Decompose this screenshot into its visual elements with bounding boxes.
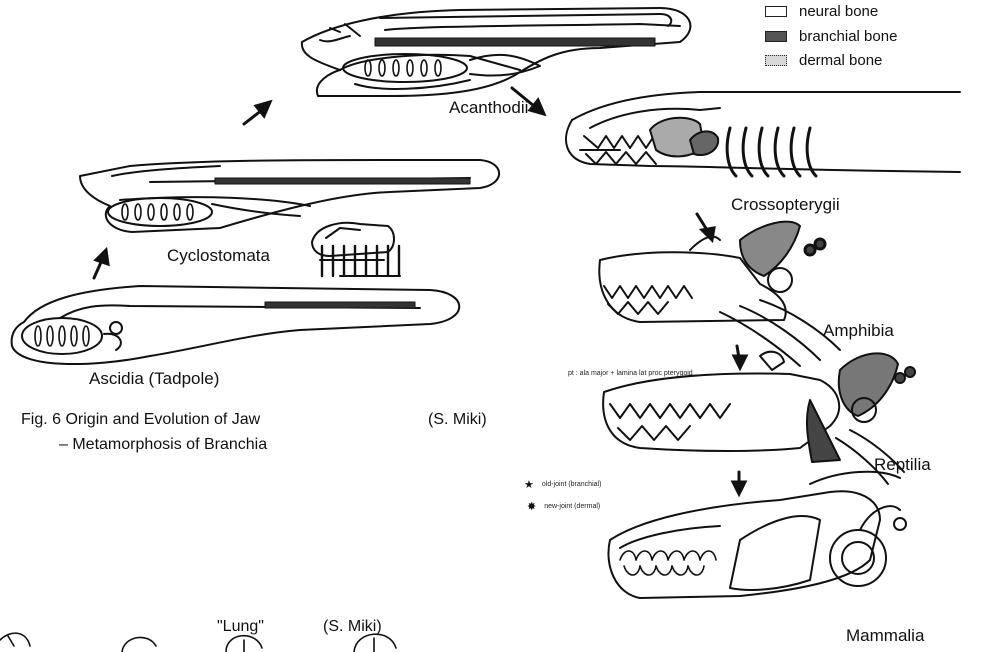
label-ascidia: Ascidia (Tadpole) xyxy=(89,369,219,389)
crossopterygii-drawing xyxy=(566,92,960,176)
legend-label-neural: neural bone xyxy=(799,3,878,20)
label-acanthodii: Acanthodii xyxy=(449,98,528,118)
cyclostomata-drawing xyxy=(80,160,499,276)
mammalia-drawing xyxy=(608,472,906,598)
reptile-pterygoid-note: pt : ala major + lamina lat proc pterygo… xyxy=(568,370,693,377)
figure-caption: Fig. 6 Origin and Evolution of Jaw xyxy=(21,411,260,429)
star-icon: ★ xyxy=(524,478,534,491)
legend-branchial: branchial bone xyxy=(765,27,897,45)
legend-label-branchial: branchial bone xyxy=(799,28,897,45)
old-joint-label: old-joint (branchial) xyxy=(542,481,602,488)
label-mammalia: Mammalia xyxy=(846,626,924,646)
old-joint-legend: ★ old-joint (branchial) xyxy=(524,478,601,491)
legend-label-dermal: dermal bone xyxy=(799,52,882,69)
label-cyclostomata: Cyclostomata xyxy=(167,246,270,266)
figure-caption-subtitle: – Metamorphosis of Branchia xyxy=(59,436,267,454)
new-joint-legend: ✸ new-joint (dermal) xyxy=(527,500,600,513)
lung-title: "Lung" xyxy=(217,618,264,636)
legend-swatch-dermal xyxy=(765,55,787,66)
acanthodii-drawing xyxy=(302,8,691,96)
amphibia-drawing xyxy=(599,222,840,366)
legend-neural: neural bone xyxy=(765,2,878,20)
label-amphibia: Amphibia xyxy=(823,321,894,341)
legend-dermal: dermal bone xyxy=(765,51,882,69)
legend-swatch-branchial xyxy=(765,31,787,42)
new-joint-label: new-joint (dermal) xyxy=(544,503,600,510)
legend-swatch-neural xyxy=(765,6,787,17)
ascidia-drawing xyxy=(12,286,460,364)
figure-caption-author: (S. Miki) xyxy=(428,411,487,429)
sun-icon: ✸ xyxy=(527,500,536,513)
lung-author: (S. Miki) xyxy=(323,618,382,636)
label-reptilia: Reptilia xyxy=(874,455,931,475)
label-crossopterygii: Crossopterygii xyxy=(731,195,840,215)
